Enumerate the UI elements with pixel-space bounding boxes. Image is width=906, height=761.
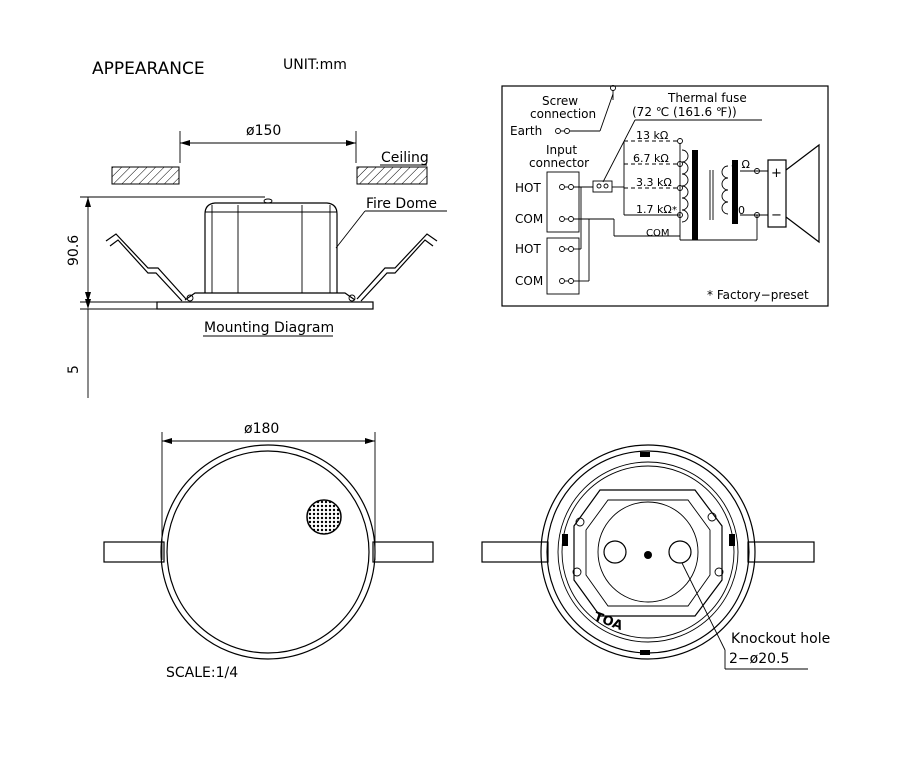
knockout-leader xyxy=(681,562,726,651)
dim-180-label: ø180 xyxy=(244,421,279,437)
rear-center-screw xyxy=(644,551,652,559)
rear-view: TOA Knockout hole 2−ø20.5 xyxy=(481,444,830,670)
secondary-core xyxy=(732,160,738,224)
tap-13k-label: 13 kΩ xyxy=(636,129,668,142)
front-view: ø180 SCALE:1/4 xyxy=(103,421,434,681)
scale-label: SCALE:1/4 xyxy=(166,665,238,681)
factory-preset-label: * Factory−preset xyxy=(707,288,809,302)
fire-dome xyxy=(204,202,338,293)
hot-label-2: HOT xyxy=(515,242,541,256)
input-wiring xyxy=(574,186,680,282)
spring-right xyxy=(356,233,438,300)
rear-outer-ring xyxy=(540,444,756,660)
side-view: ø150 Ceiling Fire Dome Mo xyxy=(66,123,447,398)
flange xyxy=(156,301,374,310)
tap-67k-label: 6.7 kΩ xyxy=(633,152,669,165)
fire-dome-leader xyxy=(335,210,366,249)
out-0-label: 0 xyxy=(738,204,745,217)
plus-label: + xyxy=(771,166,782,181)
primary-coil xyxy=(681,149,689,223)
rear-tab-right xyxy=(747,541,815,563)
com-label-2: COM xyxy=(515,274,543,288)
thermal-fuse-leader xyxy=(602,119,636,183)
rear-tab-left xyxy=(481,541,549,563)
front-grille-inner xyxy=(166,450,370,654)
screw-label-1: Screw xyxy=(542,94,578,108)
circuit-diagram: Screw connection Earth Thermal fuse (72 … xyxy=(501,85,829,307)
rear-frame-outer xyxy=(573,489,723,617)
com-label-1: COM xyxy=(515,212,543,226)
thermal-fuse xyxy=(592,180,613,193)
spring-left xyxy=(105,233,187,300)
dim-150-arrow-left xyxy=(180,140,190,146)
earth-label: Earth xyxy=(510,124,542,138)
rear-frame-inner xyxy=(585,499,711,607)
ceiling-right xyxy=(356,166,428,185)
front-tab-right xyxy=(372,541,434,563)
tap-17k-label: 1.7 kΩ xyxy=(636,203,672,216)
dim-height-label: 90.6 xyxy=(66,235,82,266)
rear-clips xyxy=(562,452,735,655)
speaker-magnet xyxy=(767,159,787,228)
out-8-label: 8 Ω xyxy=(731,158,750,171)
ceiling-left xyxy=(111,166,180,185)
dim-150-arrow-right xyxy=(346,140,356,146)
transformer-core xyxy=(692,150,698,240)
rear-center-cup xyxy=(597,501,699,603)
tap-33k-label: 3.3 kΩ xyxy=(636,176,672,189)
body-rim xyxy=(184,292,356,301)
knockout-hole-right xyxy=(668,540,692,564)
knockout-label-2: 2−ø20.5 xyxy=(729,651,789,667)
fire-dome-label: Fire Dome xyxy=(366,196,437,212)
input-connector-label-2: connector xyxy=(529,156,589,170)
com-tap-label: COM xyxy=(646,228,669,239)
tap-star-label: * xyxy=(672,205,677,216)
mounting-label: Mounting Diagram xyxy=(204,320,334,336)
knockout-label-1: Knockout hole xyxy=(731,631,830,647)
knockout-hole-left xyxy=(603,540,627,564)
terminals xyxy=(559,184,574,284)
rear-screws xyxy=(572,512,724,577)
speaker-cone xyxy=(785,143,820,244)
ceiling-label: Ceiling xyxy=(381,150,429,166)
circuit-frame xyxy=(501,85,829,307)
input-connector-2 xyxy=(546,237,580,295)
thermal-fuse-label-1: Thermal fuse xyxy=(667,91,747,105)
front-tab-left xyxy=(103,541,165,563)
input-connector-label-1: Input xyxy=(546,143,577,157)
dim-150-label: ø150 xyxy=(246,123,281,139)
toa-logo: TOA xyxy=(592,610,625,634)
dim-flange-label: 5 xyxy=(66,365,82,374)
front-grille-outer xyxy=(160,444,376,660)
appearance-title: APPEARANCE xyxy=(92,59,205,79)
secondary-coil xyxy=(721,165,729,215)
hot-label-1: HOT xyxy=(515,181,541,195)
input-connector-1 xyxy=(546,171,580,233)
minus-label: − xyxy=(771,208,782,223)
front-mesh-spot xyxy=(306,499,342,535)
unit-label: UNIT:mm xyxy=(283,57,347,73)
screw-label-2: connection xyxy=(530,107,596,121)
thermal-fuse-label-2: (72 ℃ (161.6 ℉)) xyxy=(632,105,737,119)
